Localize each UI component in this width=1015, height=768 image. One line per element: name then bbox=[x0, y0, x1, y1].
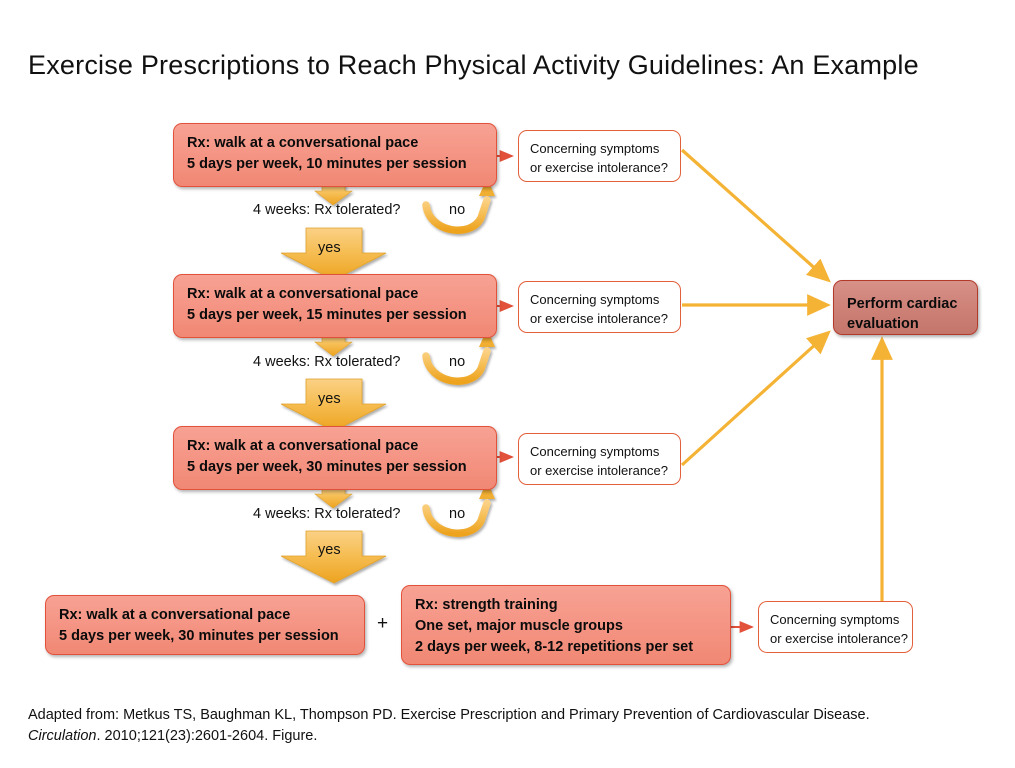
rx-line-1: Rx: strength training bbox=[415, 597, 558, 613]
final-walk-box[interactable]: Rx: walk at a conversational pace 5 days… bbox=[45, 595, 365, 655]
symptom-line-1: Concerning symptoms bbox=[530, 141, 660, 156]
question-label-step-1: 4 weeks: Rx tolerated? bbox=[253, 202, 401, 218]
symptom-box-step-2[interactable]: Concerning symptoms or exercise intolera… bbox=[518, 281, 681, 333]
final-strength-box[interactable]: Rx: strength training One set, major mus… bbox=[401, 585, 731, 665]
page-title: Exercise Prescriptions to Reach Physical… bbox=[28, 50, 919, 80]
symptom-line-2: or exercise intolerance? bbox=[770, 630, 909, 646]
rx-line-2: 5 days per week, 15 minutes per session bbox=[187, 307, 467, 323]
plus-sign: + bbox=[377, 613, 389, 634]
rx-line-2: One set, major muscle groups bbox=[415, 618, 623, 634]
rx-box-step-1[interactable]: Rx: walk at a conversational pace 5 days… bbox=[173, 123, 497, 187]
symptom-line-2: or exercise intolerance? bbox=[530, 310, 669, 326]
symptom-line-1: Concerning symptoms bbox=[530, 444, 660, 459]
perform-cardiac-evaluation-box[interactable]: Perform cardiac evaluation bbox=[833, 280, 978, 335]
symptom-box-final[interactable]: Concerning symptoms or exercise intolera… bbox=[758, 601, 913, 653]
rx-line-1: Rx: walk at a conversational pace bbox=[187, 438, 419, 454]
rx-line-1: Rx: walk at a conversational pace bbox=[187, 286, 419, 302]
rx-line-1: Rx: walk at a conversational pace bbox=[59, 607, 291, 623]
yes-label-step-3: yes bbox=[318, 542, 341, 558]
stub-arrow-3 bbox=[314, 486, 353, 509]
cardiac-line-1: Perform cardiac bbox=[847, 296, 958, 312]
no-label-step-2: no bbox=[449, 354, 466, 370]
rx-box-step-2[interactable]: Rx: walk at a conversational pace 5 days… bbox=[173, 274, 497, 338]
citation-part-2: . 2010;121(23):2601-2604. Figure. bbox=[96, 728, 318, 744]
rx-line-2: 5 days per week, 10 minutes per session bbox=[187, 156, 467, 172]
citation: Adapted from: Metkus TS, Baughman KL, Th… bbox=[28, 705, 878, 747]
citation-part-1: Adapted from: Metkus TS, Baughman KL, Th… bbox=[28, 707, 870, 723]
rx-line-3: 2 days per week, 8-12 repetitions per se… bbox=[415, 639, 694, 655]
symptom-box-step-3[interactable]: Concerning symptoms or exercise intolera… bbox=[518, 433, 681, 485]
symptom-line-1: Concerning symptoms bbox=[770, 612, 900, 627]
symptom-box-step-1[interactable]: Concerning symptoms or exercise intolera… bbox=[518, 130, 681, 182]
rx-line-2: 5 days per week, 30 minutes per session bbox=[187, 459, 467, 475]
arrow-symptoms1-to-cardiac bbox=[680, 148, 831, 283]
symptom-line-1: Concerning symptoms bbox=[530, 292, 660, 307]
question-label-step-3: 4 weeks: Rx tolerated? bbox=[253, 506, 401, 522]
symptom-line-2: or exercise intolerance? bbox=[530, 159, 669, 175]
citation-journal: Circulation bbox=[28, 728, 97, 744]
arrow-symptoms3-to-cardiac bbox=[680, 330, 831, 467]
cardiac-line-2: evaluation bbox=[847, 316, 919, 332]
no-label-step-3: no bbox=[449, 506, 466, 522]
symptom-line-2: or exercise intolerance? bbox=[530, 462, 669, 478]
rx-line-2: 5 days per week, 30 minutes per session bbox=[59, 628, 339, 644]
rx-box-step-3[interactable]: Rx: walk at a conversational pace 5 days… bbox=[173, 426, 497, 490]
no-label-step-1: no bbox=[449, 202, 466, 218]
yes-label-step-1: yes bbox=[318, 240, 341, 256]
rx-line-1: Rx: walk at a conversational pace bbox=[187, 135, 419, 151]
yes-label-step-2: yes bbox=[318, 391, 341, 407]
question-label-step-2: 4 weeks: Rx tolerated? bbox=[253, 354, 401, 370]
stub-arrow-2 bbox=[314, 334, 353, 357]
